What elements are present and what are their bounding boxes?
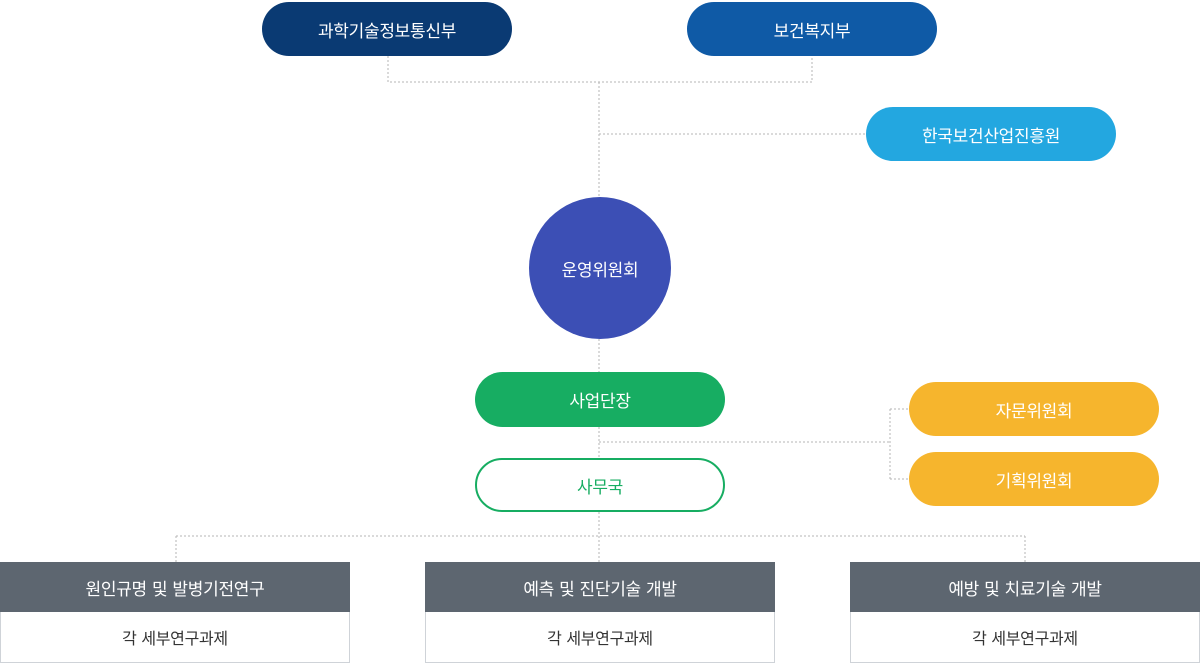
node-mohw: 보건복지부 [687, 2, 937, 56]
node-director-label: 사업단장 [569, 392, 631, 412]
task-title: 원인규명 및 발병기전연구 [0, 562, 350, 612]
node-advisory-committee-label: 자문위원회 [995, 401, 1073, 422]
node-secretariat-label: 사무국 [576, 477, 624, 498]
task-box-treatment: 예방 및 치료기술 개발 각 세부연구과제 [850, 562, 1200, 663]
node-planning-committee: 기획위원회 [909, 452, 1159, 506]
task-subtitle: 각 세부연구과제 [547, 629, 653, 648]
node-msit: 과학기술정보통신부 [262, 2, 512, 56]
task-box-diagnosis: 예측 및 진단기술 개발 각 세부연구과제 [425, 562, 775, 663]
task-subtitle: 각 세부연구과제 [122, 629, 228, 648]
node-planning-committee-label: 기획위원회 [995, 471, 1073, 492]
node-khidi: 한국보건산업진흥원 [866, 107, 1116, 161]
task-box-cause-research: 원인규명 및 발병기전연구 각 세부연구과제 [0, 562, 350, 663]
node-steering-committee-label: 운영위원회 [561, 260, 639, 281]
task-title: 예측 및 진단기술 개발 [425, 562, 775, 612]
node-secretariat: 사무국 [475, 458, 725, 512]
task-subtitle: 각 세부연구과제 [972, 629, 1078, 648]
node-mohw-label: 보건복지부 [773, 21, 851, 42]
node-msit-label: 과학기술정보통신부 [317, 21, 457, 42]
node-advisory-committee: 자문위원회 [909, 382, 1159, 436]
node-steering-committee: 운영위원회 [529, 197, 671, 339]
node-director: 사업단장 [475, 372, 725, 427]
node-khidi-label: 한국보건산업진흥원 [921, 126, 1061, 147]
task-title: 예방 및 치료기술 개발 [850, 562, 1200, 612]
